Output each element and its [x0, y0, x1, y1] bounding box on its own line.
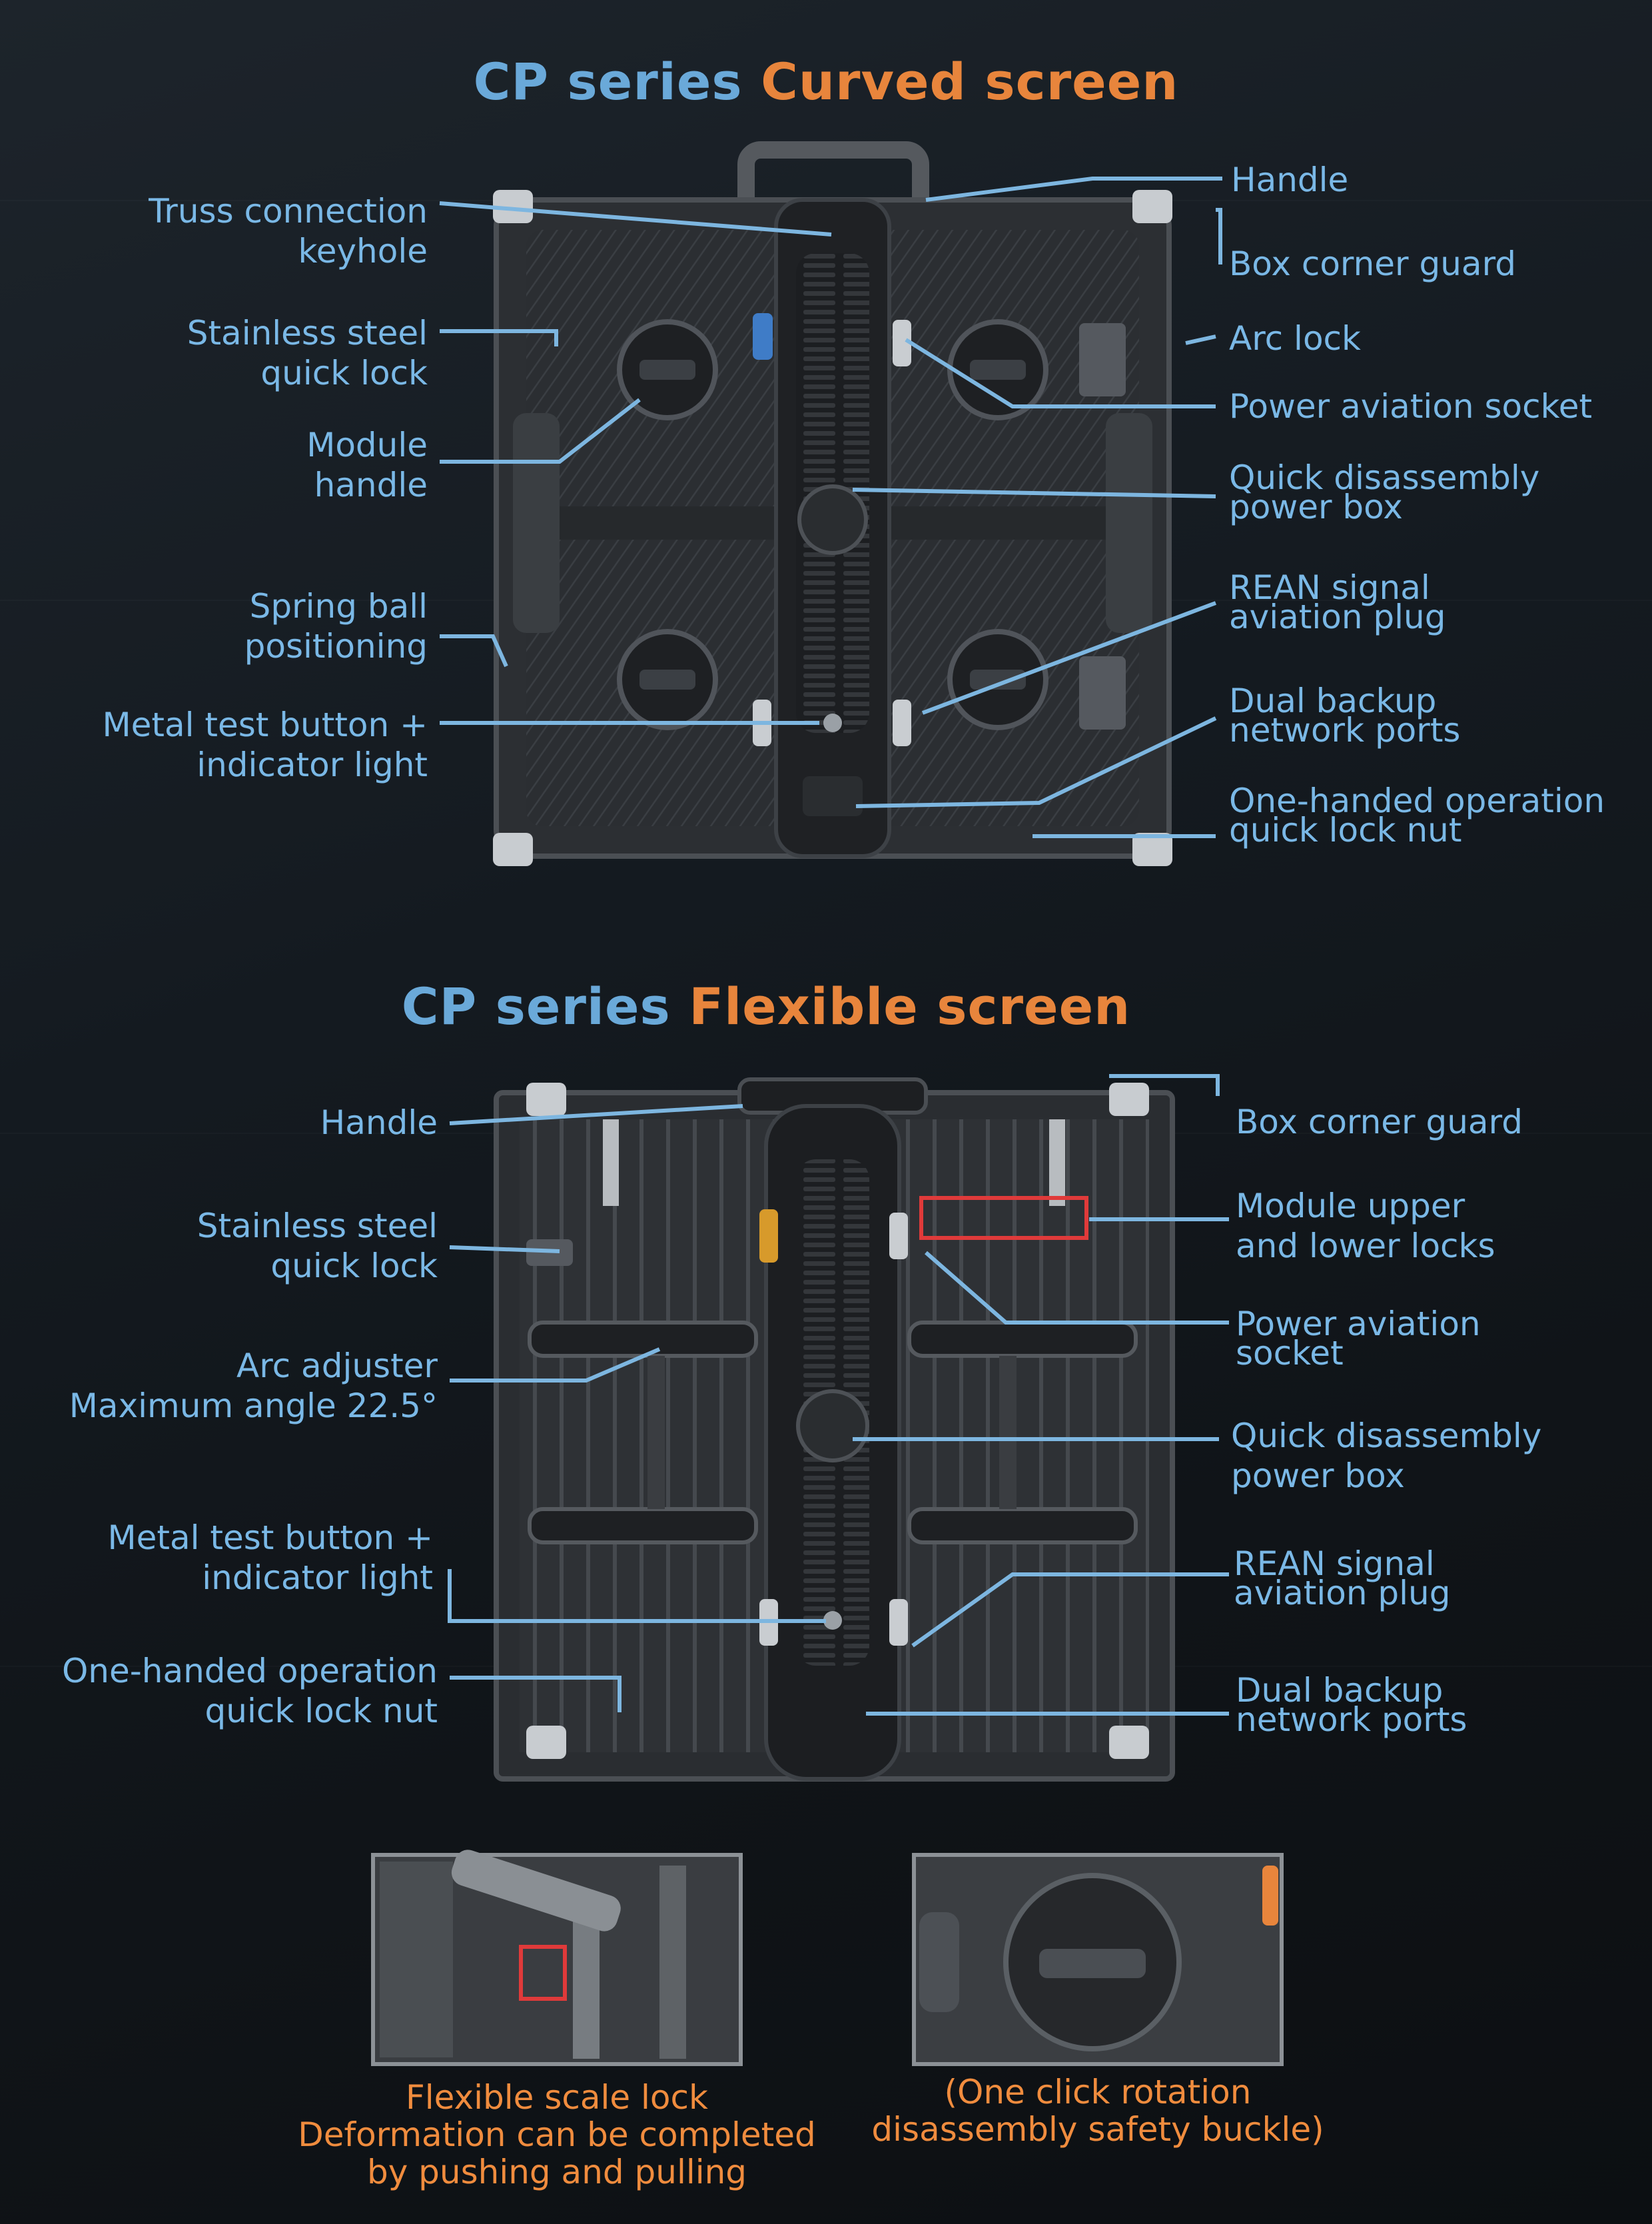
- flex-label-arc-adjuster: Arc adjuster Maximum angle 22.5°: [69, 1347, 438, 1425]
- flex-label-one-handed-quick-lock-nut: One-handed operation quick lock nut: [61, 1652, 438, 1730]
- leader-lines: [439, 177, 1229, 1716]
- flexible-title-highlight: Flexible screen: [689, 977, 1131, 1036]
- label-quick-disassembly-power-box: Quick disassembly power box: [1229, 458, 1540, 526]
- flexible-title-prefix: CP series: [401, 977, 671, 1036]
- flex-label-metal-test-button: Metal test button + indicator light: [107, 1518, 433, 1597]
- label-box-corner-guard: Box corner guard: [1229, 245, 1516, 283]
- flex-label-quick-disassembly-power-box: Quick disassembly power box: [1231, 1416, 1542, 1495]
- curved-title-highlight: Curved screen: [761, 52, 1179, 111]
- flex-label-rean-signal-aviation-plug: REAN signal aviation plug: [1234, 1544, 1451, 1612]
- flex-label-handle: Handle: [320, 1103, 438, 1142]
- label-spring-ball-positioning: Spring ball positioning: [244, 587, 428, 666]
- label-module-handle: Module handle: [306, 426, 428, 504]
- label-one-handed-quick-lock-nut: One-handed operation quick lock nut: [1229, 782, 1605, 849]
- flex-label-module-upper-lower-locks: Module upper and lower locks: [1236, 1187, 1495, 1265]
- curved-title-prefix: CP series: [473, 52, 743, 111]
- caption-flexible-scale-lock: Flexible scale lock Deformation can be c…: [298, 2078, 816, 2191]
- flex-label-stainless-steel-quick-lock: Stainless steel quick lock: [197, 1207, 438, 1285]
- curved-cabinet-image: [493, 141, 1172, 866]
- flex-label-box-corner-guard: Box corner guard: [1236, 1103, 1523, 1141]
- label-rean-signal-aviation-plug: REAN signal aviation plug: [1229, 568, 1446, 636]
- label-power-aviation-socket: Power aviation socket: [1229, 387, 1593, 426]
- label-metal-test-button: Metal test button + indicator light: [102, 706, 428, 784]
- curved-screen-title: CP series Curved screen: [0, 52, 1652, 111]
- label-arc-lock: Arc lock: [1229, 319, 1361, 358]
- module-locks-highlight-box: [919, 1196, 1088, 1240]
- label-dual-backup-network-ports: Dual backup network ports: [1229, 682, 1461, 750]
- flexible-cabinet-image: [494, 1077, 1175, 1782]
- detail-photo-scale-lock: [371, 1850, 743, 2066]
- caption-safety-buckle: (One click rotation disassembly safety b…: [871, 2073, 1324, 2149]
- label-truss-connection-keyhole: Truss connection keyhole: [149, 192, 428, 271]
- flex-label-power-aviation-socket: Power aviation socket: [1236, 1305, 1481, 1373]
- detail-photo-safety-buckle: [912, 1853, 1284, 2066]
- flexible-screen-title: CP series Flexible screen: [0, 977, 1592, 1036]
- label-handle: Handle: [1231, 161, 1349, 199]
- flex-label-dual-backup-network-ports: Dual backup network ports: [1236, 1671, 1467, 1739]
- label-stainless-steel-quick-lock: Stainless steel quick lock: [187, 314, 428, 392]
